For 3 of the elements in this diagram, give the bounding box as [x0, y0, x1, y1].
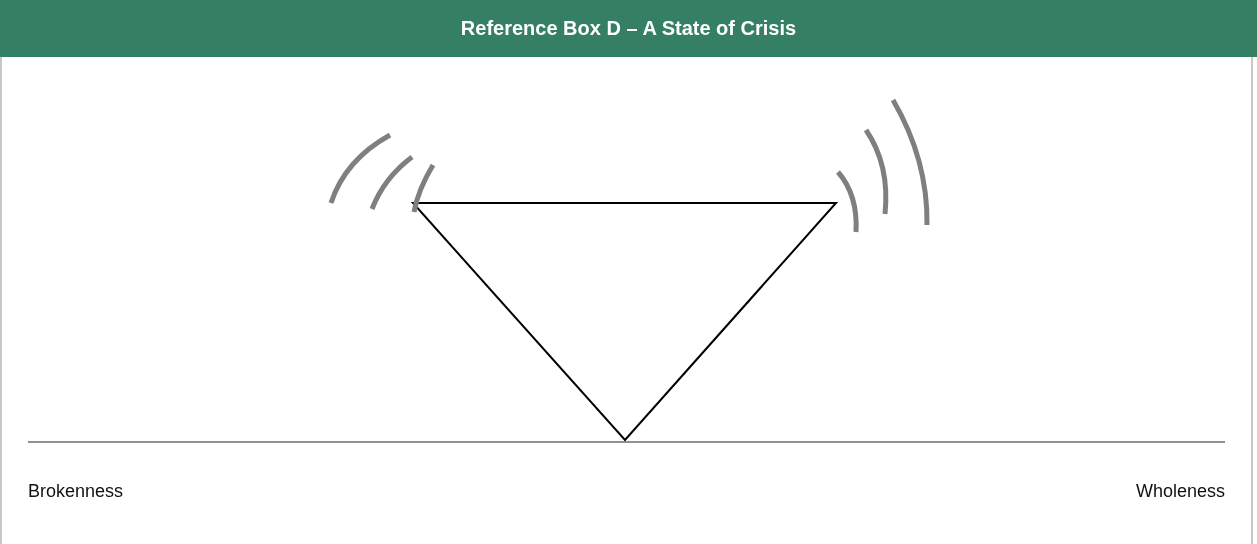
- scale-end-label: Brokenness: [28, 481, 124, 502]
- title-banner: Reference Box D – A State of Crisis: [0, 0, 1257, 57]
- scale-end-label: Wholeness: [1135, 481, 1225, 502]
